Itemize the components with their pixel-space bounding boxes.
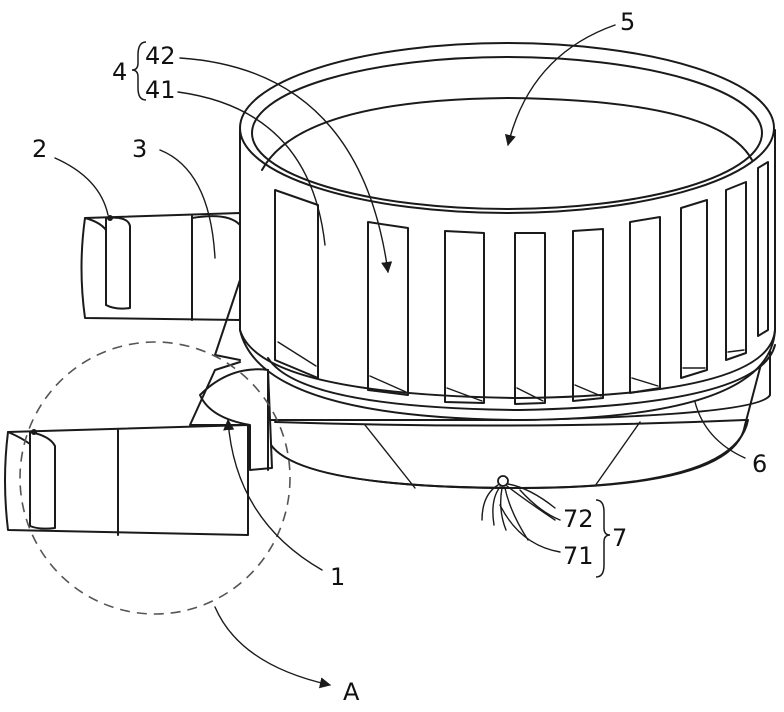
label-7: 7	[612, 524, 627, 552]
label-5: 5	[620, 8, 635, 36]
label-42: 42	[145, 42, 176, 70]
label-4: 4	[112, 58, 127, 86]
cylinder-body	[240, 43, 775, 420]
label-6: 6	[752, 450, 767, 478]
label-71: 71	[563, 542, 594, 570]
upper-clip	[82, 213, 241, 360]
label-41: 41	[145, 76, 176, 104]
label-a: A	[343, 678, 360, 706]
brace-4	[132, 42, 146, 100]
label-2: 2	[32, 135, 47, 163]
brace-7	[596, 500, 610, 577]
label-72: 72	[563, 505, 594, 533]
top-rim-outer	[240, 43, 774, 213]
label-3: 3	[132, 135, 147, 163]
label-1: 1	[330, 563, 345, 591]
